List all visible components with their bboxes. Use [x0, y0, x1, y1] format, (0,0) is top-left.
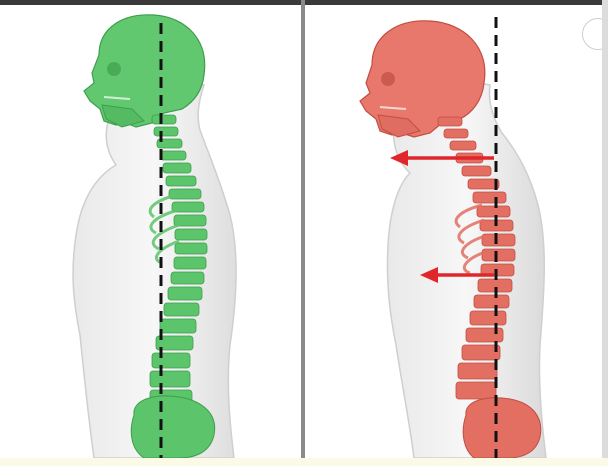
- right-edge-border: [602, 0, 608, 466]
- panel-divider: [301, 0, 305, 466]
- eye-socket: [381, 72, 395, 86]
- bottom-strip: [0, 458, 608, 466]
- eye-socket: [107, 62, 121, 76]
- bad-posture-figure: [306, 5, 602, 458]
- forward-head-posture-panel: [306, 5, 602, 458]
- good-posture-panel: [4, 5, 300, 458]
- pelvis: [463, 398, 541, 458]
- pelvis: [131, 396, 214, 458]
- good-posture-figure: [4, 5, 300, 458]
